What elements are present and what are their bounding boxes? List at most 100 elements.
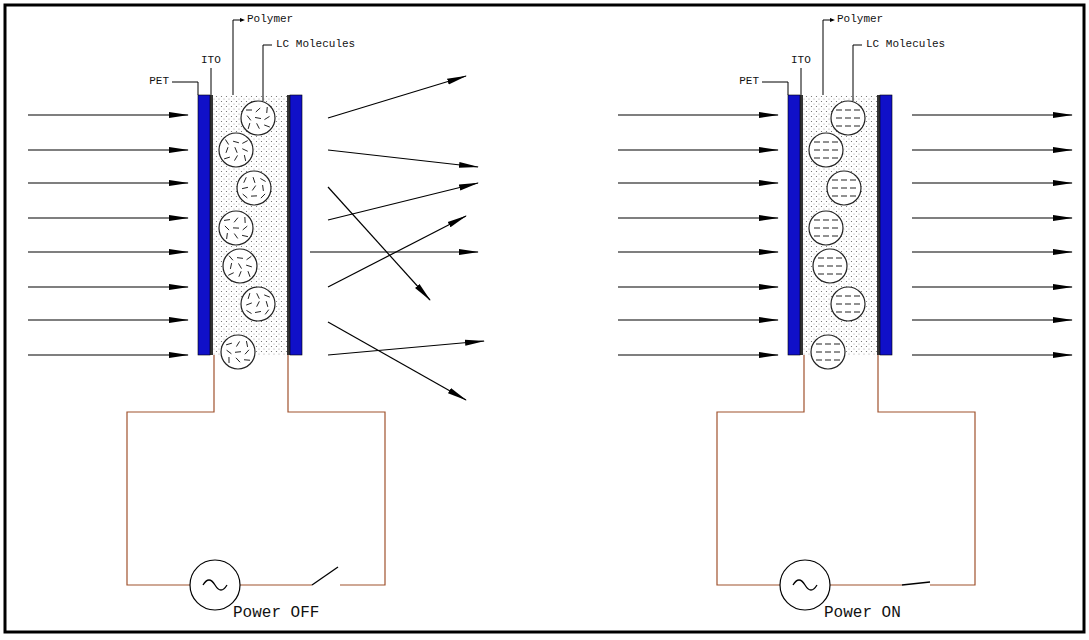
lc-molecule xyxy=(832,196,838,197)
lc-molecule xyxy=(827,258,833,259)
lc-molecule xyxy=(245,350,249,354)
lc-molecule xyxy=(233,141,239,143)
lc-molecule xyxy=(238,263,241,268)
lc-molecule xyxy=(255,117,261,118)
lc-molecule xyxy=(841,196,847,197)
lc-molecule xyxy=(836,110,842,111)
lc-molecule xyxy=(816,352,822,353)
lc-molecule xyxy=(253,177,255,183)
lc-molecule xyxy=(827,274,833,275)
lc-molecule xyxy=(256,108,260,112)
wire xyxy=(717,355,804,585)
switch-open xyxy=(312,567,338,585)
wire xyxy=(878,355,975,585)
lc-molecule xyxy=(252,186,255,191)
lc-molecule xyxy=(227,350,232,354)
lc-molecule xyxy=(243,194,248,198)
wire xyxy=(240,584,312,585)
lc-molecule xyxy=(248,123,250,129)
layer-name: Polymer xyxy=(246,14,294,25)
pet-film xyxy=(198,95,210,355)
lc-molecule xyxy=(834,344,840,345)
light-ray xyxy=(912,354,1072,355)
lc-molecule xyxy=(854,126,860,127)
lc-molecule xyxy=(814,150,820,151)
light-ray xyxy=(28,182,188,183)
light-ray xyxy=(618,217,778,218)
lc-molecule xyxy=(236,358,240,362)
lc-molecule xyxy=(247,116,251,121)
leader-line xyxy=(198,82,199,95)
lc-molecule xyxy=(242,187,248,188)
lc-molecule xyxy=(814,236,820,237)
lc-molecule xyxy=(814,228,820,229)
lc-molecule xyxy=(251,195,257,196)
lc-droplet xyxy=(809,133,843,167)
lc-droplet xyxy=(811,335,845,369)
lc-molecule xyxy=(246,110,252,111)
scattered-ray xyxy=(328,150,478,167)
ito-layer xyxy=(877,95,880,355)
lc-molecule xyxy=(260,179,265,182)
ac-symbol xyxy=(203,580,227,590)
lc-molecule xyxy=(265,310,269,315)
lc-droplet xyxy=(241,101,275,135)
lc-molecule xyxy=(836,274,842,275)
lc-molecule xyxy=(816,360,822,361)
light-ray xyxy=(618,182,778,183)
lc-droplet xyxy=(221,335,255,369)
ac-source xyxy=(190,560,240,610)
lc-molecule xyxy=(825,360,831,361)
layer-name: PET xyxy=(148,76,170,87)
lc-molecule xyxy=(836,266,842,267)
ito-layer xyxy=(210,95,213,355)
layer-name: LC Molecules xyxy=(275,39,356,50)
lc-molecule xyxy=(832,220,838,221)
ac-source xyxy=(780,560,830,610)
state-caption: Power ON xyxy=(823,605,902,621)
leader-line xyxy=(823,20,831,95)
lc-molecule xyxy=(823,150,829,151)
lc-molecule xyxy=(235,147,237,153)
lc-molecule xyxy=(236,341,239,346)
leader-arrow xyxy=(240,18,245,22)
lc-molecule xyxy=(255,311,261,312)
lc-molecule xyxy=(854,312,860,313)
pet-film xyxy=(290,95,302,355)
lc-molecule xyxy=(823,158,829,159)
wire xyxy=(127,355,214,585)
lc-molecule xyxy=(814,142,820,143)
light-ray xyxy=(912,319,1072,320)
leader-line xyxy=(853,45,862,101)
lc-molecule xyxy=(823,236,829,237)
scattered-ray xyxy=(328,76,466,118)
lc-droplet xyxy=(827,171,861,205)
lc-molecule xyxy=(237,257,243,259)
lc-molecule xyxy=(845,304,851,305)
layer-name: LC Molecules xyxy=(865,39,946,50)
lc-molecule xyxy=(832,188,838,189)
leader-line xyxy=(788,82,789,95)
lc-molecule xyxy=(841,188,847,189)
light-ray xyxy=(618,114,778,115)
light-ray xyxy=(28,319,188,320)
lc-molecule xyxy=(257,123,260,128)
lc-molecule xyxy=(850,196,856,197)
lc-molecule xyxy=(834,360,840,361)
light-ray xyxy=(618,251,778,252)
switch-closed xyxy=(902,582,930,585)
scattered-ray xyxy=(328,183,478,220)
lc-molecule xyxy=(836,312,842,313)
leader-line xyxy=(172,82,198,83)
lc-molecule xyxy=(246,303,252,305)
lc-molecule xyxy=(832,150,838,151)
lc-molecule xyxy=(827,266,833,267)
polymer-layer xyxy=(802,95,878,355)
lc-molecule xyxy=(816,344,822,345)
light-ray xyxy=(618,286,778,287)
layer-name: PET xyxy=(738,76,760,87)
lc-molecule xyxy=(845,118,851,119)
light-ray xyxy=(618,354,778,355)
lc-droplet xyxy=(831,101,865,135)
lc-molecule xyxy=(226,147,228,153)
